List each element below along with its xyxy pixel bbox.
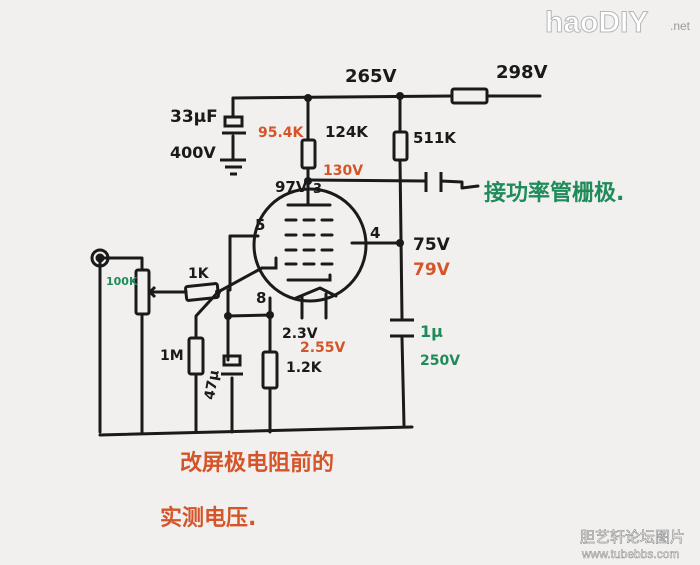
cathode-resistor xyxy=(261,350,279,390)
label-cap-voltage: 400V xyxy=(170,143,216,162)
input-jack-center xyxy=(95,253,105,263)
output-wire xyxy=(306,178,428,183)
grid-leak-resistor xyxy=(187,336,205,376)
coupling-capacitor xyxy=(424,172,443,192)
bplus-rail xyxy=(231,94,454,100)
dots xyxy=(215,92,404,320)
label-pot: 100K xyxy=(106,275,138,288)
label-cap-value: 33μF xyxy=(170,107,218,127)
input-jack-wire xyxy=(98,256,144,272)
junction-dot xyxy=(396,92,404,100)
pin5-wire xyxy=(228,234,260,292)
label-plate-resistor: 124K xyxy=(325,123,369,141)
label-heater-voltage: 2.3V xyxy=(282,326,318,342)
grid-stopper-resistor xyxy=(184,282,220,302)
junction-dot xyxy=(224,312,232,320)
vacuum-tube-envelope xyxy=(252,187,368,303)
orange-labels: 95.4K 130V 79V 2.55V 改屏极电阻前的 实测电压. xyxy=(160,125,451,531)
junction-dot xyxy=(266,311,274,319)
junction-dot xyxy=(396,239,404,247)
ground-symbol xyxy=(220,158,246,176)
volume-potentiometer xyxy=(134,268,151,316)
watermark-logo-suffix: .net xyxy=(670,19,691,33)
components xyxy=(90,87,489,390)
label-cathode-resistor: 1.2K xyxy=(286,360,323,376)
grid-lead xyxy=(260,256,278,270)
label-265v: 265V xyxy=(345,66,397,87)
output-wire-2 xyxy=(439,179,480,190)
cathode-electrode xyxy=(286,273,332,282)
grid-wire xyxy=(216,266,264,294)
note-line-1: 改屏极电阻前的 xyxy=(180,450,334,476)
label-grid-resistor: 1K xyxy=(188,266,210,282)
label-plate-voltage-new: 130V xyxy=(323,163,363,179)
screen-cap-ground-wire xyxy=(400,336,406,427)
label-pin-4: 4 xyxy=(370,224,380,242)
watermark-forum: 胆艺轩论坛图片 xyxy=(580,529,685,546)
junction-dot xyxy=(304,94,312,102)
tube-internals xyxy=(260,203,334,282)
note-line-2: 实测电压. xyxy=(160,505,256,531)
plate-resistor xyxy=(300,138,317,170)
screen-node-wire xyxy=(398,158,404,320)
heater-filament xyxy=(294,286,338,300)
label-screen-voltage: 75V xyxy=(413,235,451,255)
junction-dot xyxy=(215,289,221,295)
label-pin-5: 5 xyxy=(255,216,265,234)
cathode-cap-top-plate xyxy=(222,354,242,367)
label-screen-resistor: 511K xyxy=(413,129,457,147)
dropping-resistor xyxy=(450,87,489,105)
grid-leak-top-wire xyxy=(194,290,220,340)
black-labels: 265V 298V 33μF 400V 124K 511K 97V 3 5 4 … xyxy=(160,62,548,401)
label-pin-8: 8 xyxy=(256,289,266,307)
label-298v: 298V xyxy=(496,62,548,83)
junction-dot xyxy=(304,177,312,185)
label-pin-3: 3 xyxy=(313,182,322,197)
cathode-node-wire xyxy=(226,313,274,318)
screen-resistor xyxy=(392,130,409,162)
label-cathode-cap: 47μ xyxy=(202,369,223,401)
input-jack-icon xyxy=(90,248,110,268)
label-to-power-tube: 接功率管栅极. xyxy=(484,180,624,206)
ground-bus xyxy=(98,425,414,437)
filter-cap-top-plate xyxy=(223,115,244,128)
watermark-top: haoDIY .net xyxy=(545,6,691,40)
watermark-logo: haoDIY xyxy=(545,6,648,39)
screen-bypass-capacitor xyxy=(390,318,414,338)
label-screen-cap-voltage: 250V xyxy=(420,353,460,369)
wiring xyxy=(98,94,542,437)
green-labels: 100K 1μ 250V 接功率管栅极. xyxy=(106,180,624,369)
label-screen-cap: 1μ xyxy=(420,322,443,341)
label-plate-voltage: 97V xyxy=(275,178,308,196)
label-grid-leak: 1M xyxy=(160,348,184,364)
pot-wiper-arrow xyxy=(147,285,160,299)
label-screen-voltage-new: 79V xyxy=(413,260,451,280)
watermark-url: www.tubebbs.com xyxy=(581,547,679,561)
watermark-bottom: 胆艺轩论坛图片 www.tubebbs.com xyxy=(580,529,686,562)
label-plate-resistor-old: 95.4K xyxy=(258,125,305,141)
label-heater-voltage-new: 2.55V xyxy=(300,340,346,356)
